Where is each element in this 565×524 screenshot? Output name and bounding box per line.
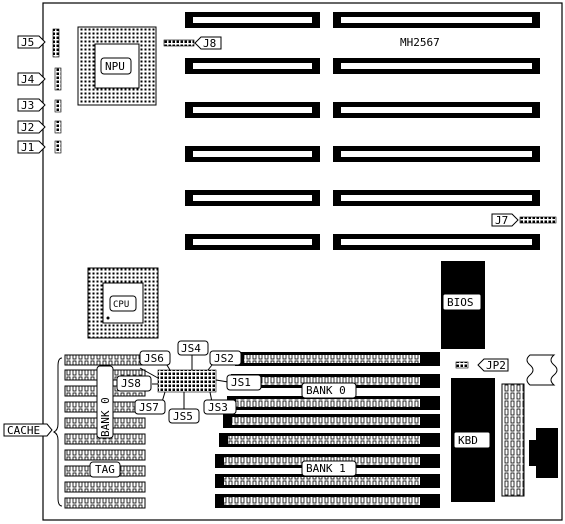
cache-bank0-label: BANK 0	[99, 397, 112, 437]
tag-label: TAG	[95, 463, 115, 476]
js3-label: JS3	[208, 401, 228, 414]
js8-label: JS8	[121, 377, 141, 390]
j2-label: J2	[21, 121, 34, 134]
js-jumper-block	[139, 354, 229, 410]
battery-outline	[526, 354, 558, 386]
cache-label-box	[3, 423, 53, 437]
js6-label: JS6	[144, 352, 164, 365]
isa-slots-right	[333, 12, 540, 250]
j4-label: J4	[21, 73, 35, 86]
bank1-label: BANK 1	[306, 462, 346, 475]
j5-label: J5	[21, 36, 34, 49]
keyboard-connector	[529, 428, 558, 478]
jumper-j7: J7	[491, 213, 557, 227]
keyboard-controller: KBD	[451, 378, 495, 502]
j1-label: J1	[21, 141, 34, 154]
jumper-j8: J8	[163, 36, 222, 50]
js1-label: JS1	[231, 376, 251, 389]
cpu-socket: CPU	[87, 267, 159, 339]
bios-label: BIOS	[447, 296, 474, 309]
js5-label: JS5	[173, 410, 193, 423]
cache-bank0-vertical: BANK 0	[96, 365, 114, 439]
jumper-j5: J5	[17, 28, 60, 58]
board-model-label: MH2567	[400, 36, 440, 49]
cache-bracket	[52, 357, 63, 507]
js2-label: JS2	[214, 352, 234, 365]
npu-label: NPU	[105, 60, 125, 73]
bank0-label: BANK 0	[306, 384, 346, 397]
kbd-label: KBD	[458, 434, 478, 447]
jp2-label: JP2	[486, 359, 506, 372]
isa-slots-left	[185, 12, 320, 250]
jumper-j2: J2	[17, 120, 62, 134]
jumper-j1: J1	[17, 140, 62, 154]
j3-label: J3	[21, 99, 34, 112]
bios-chip: BIOS	[441, 261, 485, 349]
j7-label: J7	[495, 214, 508, 227]
npu-socket: NPU	[77, 26, 157, 106]
cache-label: CACHE	[7, 424, 40, 437]
resistor-array	[501, 383, 525, 497]
simm-banks	[215, 352, 440, 508]
jumper-jp2: JP2	[455, 358, 509, 372]
tag-label-box	[89, 461, 121, 478]
cpu-label: CPU	[113, 300, 129, 310]
js7-label: JS7	[139, 401, 159, 414]
jumper-j4: J4	[17, 67, 62, 91]
js4-label: JS4	[181, 342, 201, 355]
jumper-j3: J3	[17, 98, 62, 113]
j8-label: J8	[203, 37, 216, 50]
